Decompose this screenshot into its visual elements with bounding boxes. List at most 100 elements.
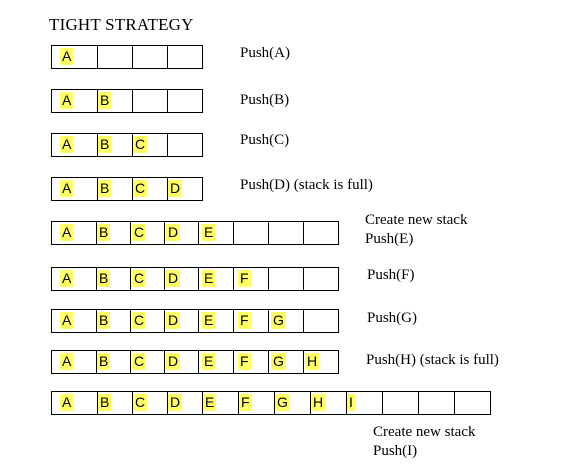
- stack-cell: D: [165, 351, 199, 373]
- stack-item: F: [238, 312, 251, 329]
- stack-cell: E: [199, 351, 234, 373]
- stack-cell: E: [199, 222, 234, 244]
- stack-item: D: [166, 353, 181, 370]
- stack-item: A: [60, 136, 74, 153]
- stack-cell: [304, 268, 339, 290]
- stack-cell: B: [98, 90, 133, 112]
- stack-cell: B: [97, 351, 131, 373]
- stack-cell: I: [347, 392, 383, 414]
- stack-cell: B: [97, 222, 131, 244]
- push-caption: Push(E): [365, 231, 414, 247]
- stack-cell: C: [133, 134, 168, 156]
- stack-cell: [133, 46, 168, 68]
- stack-cell: [455, 392, 491, 414]
- push-caption: Create new stack: [373, 424, 476, 440]
- stack-cell: [98, 46, 133, 68]
- stack-item: C: [132, 224, 147, 241]
- stack-item: H: [311, 394, 326, 411]
- stack-item: C: [133, 180, 148, 197]
- stack-cell: H: [304, 351, 339, 373]
- stack-item: D: [166, 224, 181, 241]
- stack-row: A B C D E F G: [51, 309, 339, 333]
- stack-item: B: [98, 394, 112, 411]
- stack-item: D: [166, 312, 181, 329]
- stack-cell: F: [239, 392, 275, 414]
- stack-cell: [419, 392, 455, 414]
- stack-item: C: [133, 394, 148, 411]
- stack-row: A: [51, 45, 203, 69]
- stack-item: E: [203, 394, 217, 411]
- stack-item: C: [132, 270, 147, 287]
- stack-item: B: [97, 312, 111, 329]
- stack-item: A: [60, 224, 74, 241]
- stack-cell: [269, 222, 304, 244]
- stack-item: C: [133, 136, 148, 153]
- stack-cell: F: [234, 310, 269, 332]
- stack-item: G: [271, 312, 286, 329]
- stack-row: A B C D E F G H I: [51, 391, 491, 415]
- push-caption: Push(B): [240, 92, 290, 108]
- stack-item: A: [60, 48, 74, 65]
- stack-item: G: [275, 394, 290, 411]
- stack-cell: C: [133, 178, 168, 200]
- stack-cell: G: [269, 310, 304, 332]
- stack-item: F: [239, 394, 252, 411]
- push-caption: Push(C): [240, 132, 290, 148]
- stack-item: B: [98, 180, 112, 197]
- stack-cell: E: [199, 310, 234, 332]
- stack-cell: [133, 90, 168, 112]
- stack-cell: C: [131, 351, 165, 373]
- push-caption: Push(F): [367, 267, 415, 283]
- stack-item: A: [60, 353, 74, 370]
- stack-cell: A: [52, 46, 98, 68]
- stack-cell: A: [52, 178, 98, 200]
- push-caption: Push(A): [240, 45, 291, 61]
- push-caption: Create new stack: [365, 212, 468, 228]
- stack-cell: A: [52, 134, 98, 156]
- stack-cell: D: [165, 268, 199, 290]
- stack-item: B: [97, 270, 111, 287]
- stack-cell: G: [269, 351, 304, 373]
- stack-cell: [304, 310, 339, 332]
- stack-item: A: [60, 394, 74, 411]
- stack-item: D: [166, 270, 181, 287]
- stack-cell: D: [168, 392, 203, 414]
- stack-cell: B: [97, 268, 131, 290]
- stack-item: C: [132, 312, 147, 329]
- stack-item: A: [60, 270, 74, 287]
- stack-cell: F: [234, 351, 269, 373]
- stack-cell: F: [234, 268, 269, 290]
- push-caption: Push(G): [367, 310, 418, 326]
- push-caption: Push(D) (stack is full): [240, 177, 373, 193]
- stack-cell: [383, 392, 419, 414]
- stack-cell: B: [97, 310, 131, 332]
- stack-cell: C: [133, 392, 168, 414]
- stack-item: D: [168, 394, 183, 411]
- stack-item: I: [347, 394, 355, 411]
- diagram-title: TIGHT STRATEGY: [49, 15, 194, 34]
- stack-item: E: [202, 312, 216, 329]
- stack-item: G: [271, 353, 286, 370]
- stack-item: E: [202, 270, 216, 287]
- stack-item: B: [98, 92, 112, 109]
- stack-item: A: [60, 312, 74, 329]
- stack-cell: A: [52, 351, 97, 373]
- stack-cell: D: [165, 222, 199, 244]
- push-caption: Push(I): [373, 443, 418, 459]
- stack-cell: C: [131, 222, 165, 244]
- stack-cell: [168, 134, 203, 156]
- stack-cell: A: [52, 268, 97, 290]
- stack-item: F: [238, 353, 251, 370]
- stack-cell: A: [52, 310, 97, 332]
- stack-item: H: [305, 353, 320, 370]
- stack-cell: D: [168, 178, 203, 200]
- stack-cell: A: [52, 392, 98, 414]
- push-caption: Push(H) (stack is full): [366, 352, 499, 368]
- stack-cell: B: [98, 134, 133, 156]
- stack-item: A: [60, 92, 74, 109]
